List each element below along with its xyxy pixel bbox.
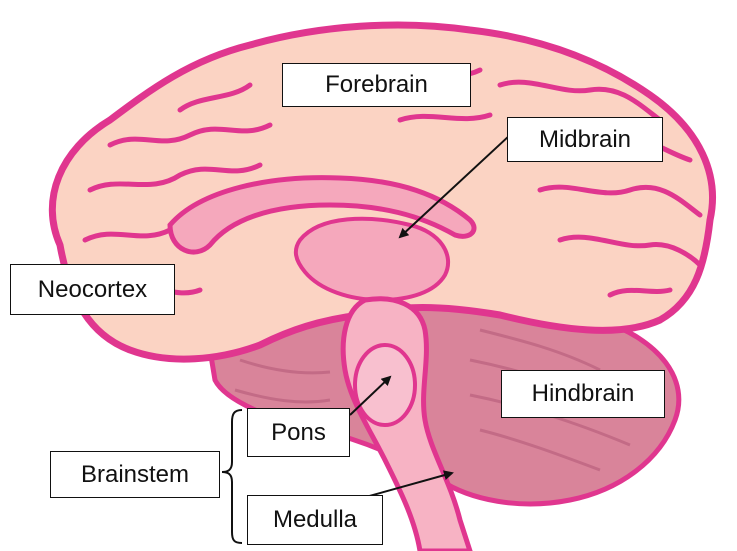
hindbrain-label: Hindbrain [501, 370, 665, 418]
neocortex-label: Neocortex [10, 264, 175, 315]
brainstem-bracket [222, 410, 242, 543]
pons-shape [355, 345, 415, 425]
brainstem-label: Brainstem [50, 451, 220, 498]
midbrain-label: Midbrain [507, 117, 663, 162]
forebrain-label: Forebrain [282, 63, 471, 107]
medulla-label: Medulla [247, 495, 383, 545]
pons-label: Pons [247, 408, 350, 457]
